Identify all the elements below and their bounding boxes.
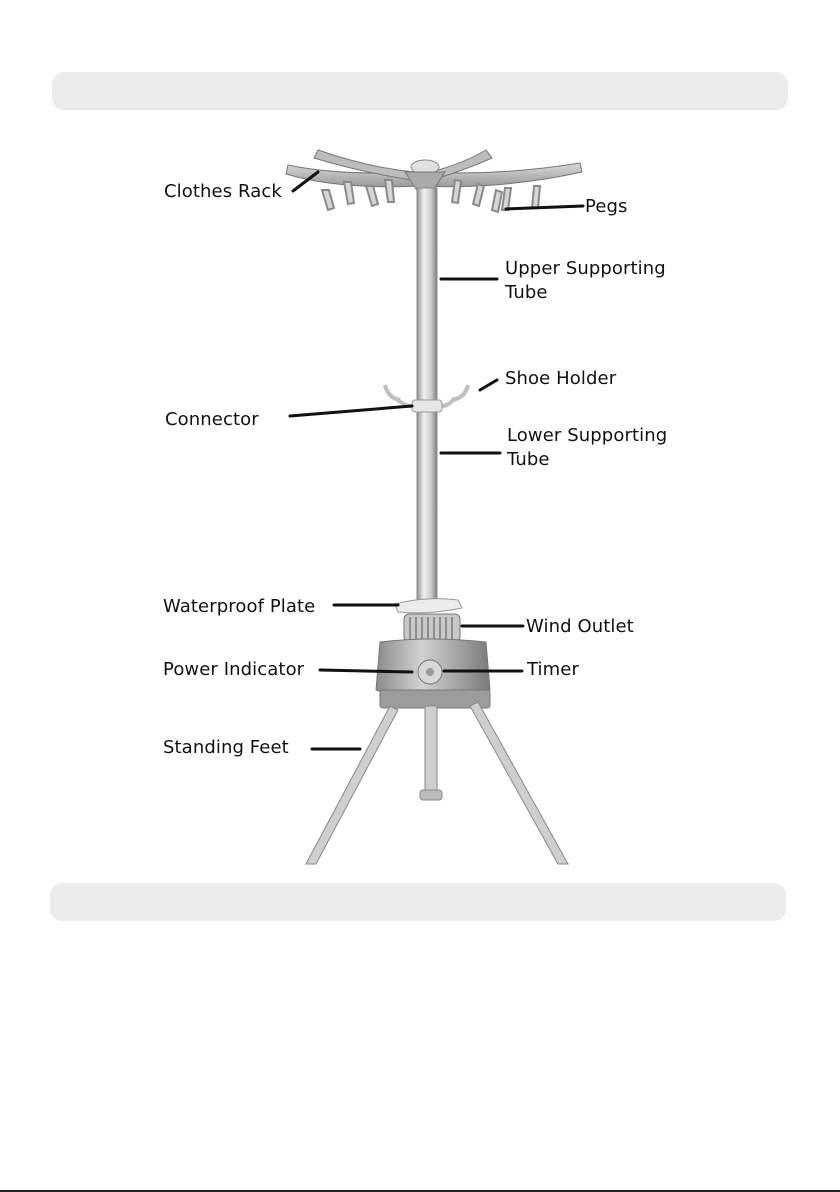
label-upper-tube-1: Upper Supporting: [505, 258, 666, 279]
label-connector: Connector: [165, 409, 259, 430]
waterproof-plate: [395, 599, 462, 613]
label-power-indicator: Power Indicator: [163, 659, 304, 680]
connector: [412, 400, 442, 412]
label-lower-tube-1: Lower Supporting: [507, 425, 667, 446]
standing-feet: [306, 702, 568, 864]
supporting-tube: [417, 188, 437, 600]
power-indicator-light: [426, 668, 434, 676]
label-pegs: Pegs: [585, 196, 628, 217]
label-standing-feet: Standing Feet: [163, 737, 289, 758]
label-wind-outlet: Wind Outlet: [526, 616, 634, 637]
label-upper-tube-2: Tube: [505, 282, 548, 303]
label-lower-tube-2: Tube: [507, 449, 550, 470]
label-timer: Timer: [527, 659, 579, 680]
label-shoe-holder: Shoe Holder: [505, 368, 616, 389]
label-clothes-rack: Clothes Rack: [164, 181, 282, 202]
label-waterproof-plate: Waterproof Plate: [163, 596, 315, 617]
